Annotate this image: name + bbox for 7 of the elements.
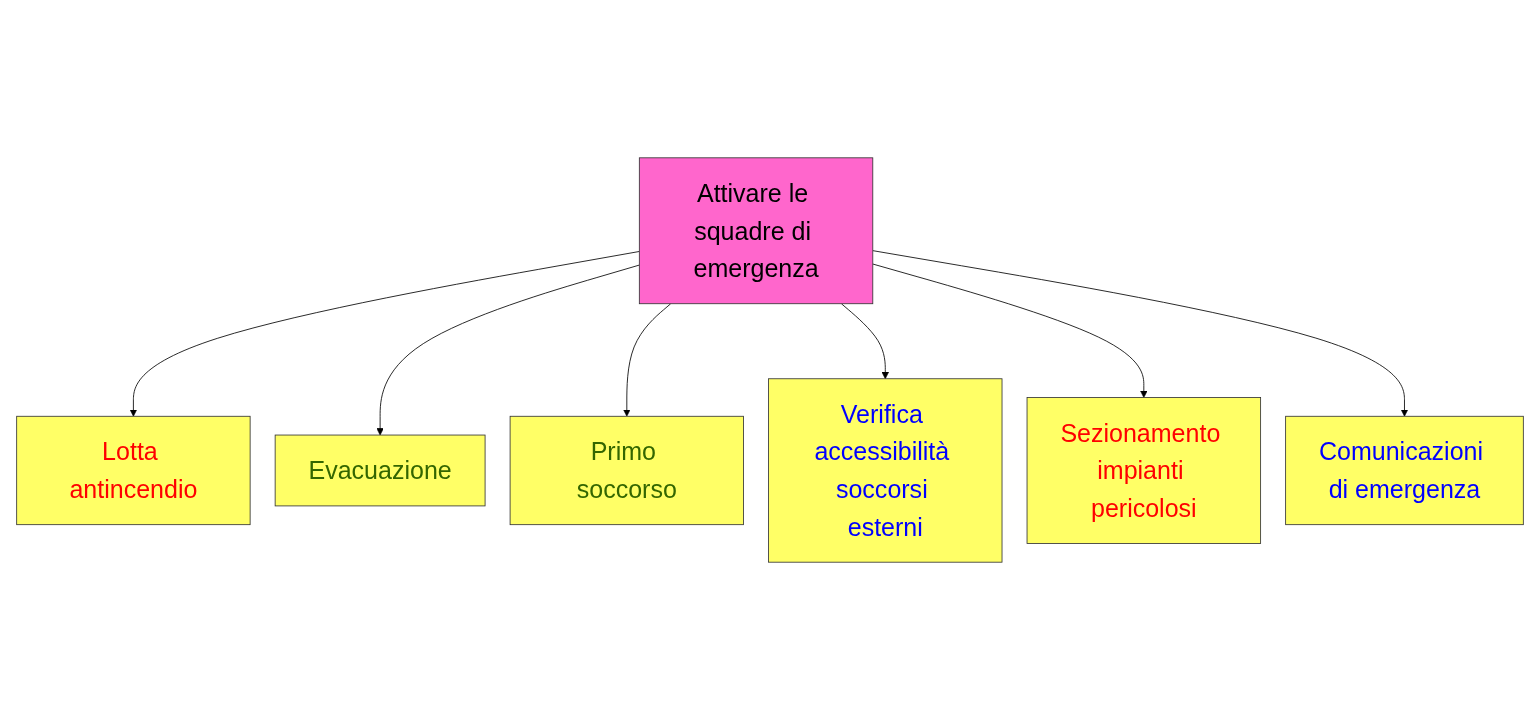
node-box: Evacuazione — [274, 434, 486, 507]
node-box: Sezionamento impianti pericolosi — [1026, 397, 1262, 544]
node-box: Comunicazioni di emergenza — [1285, 415, 1524, 526]
node-box: Primo soccorso — [509, 415, 744, 526]
node-box: Lotta antincendio — [16, 415, 251, 526]
node-box: Verifica accessibilità soccorsi esterni — [768, 378, 1003, 563]
node-box: Attivare le squadre di emergenza — [638, 157, 874, 305]
